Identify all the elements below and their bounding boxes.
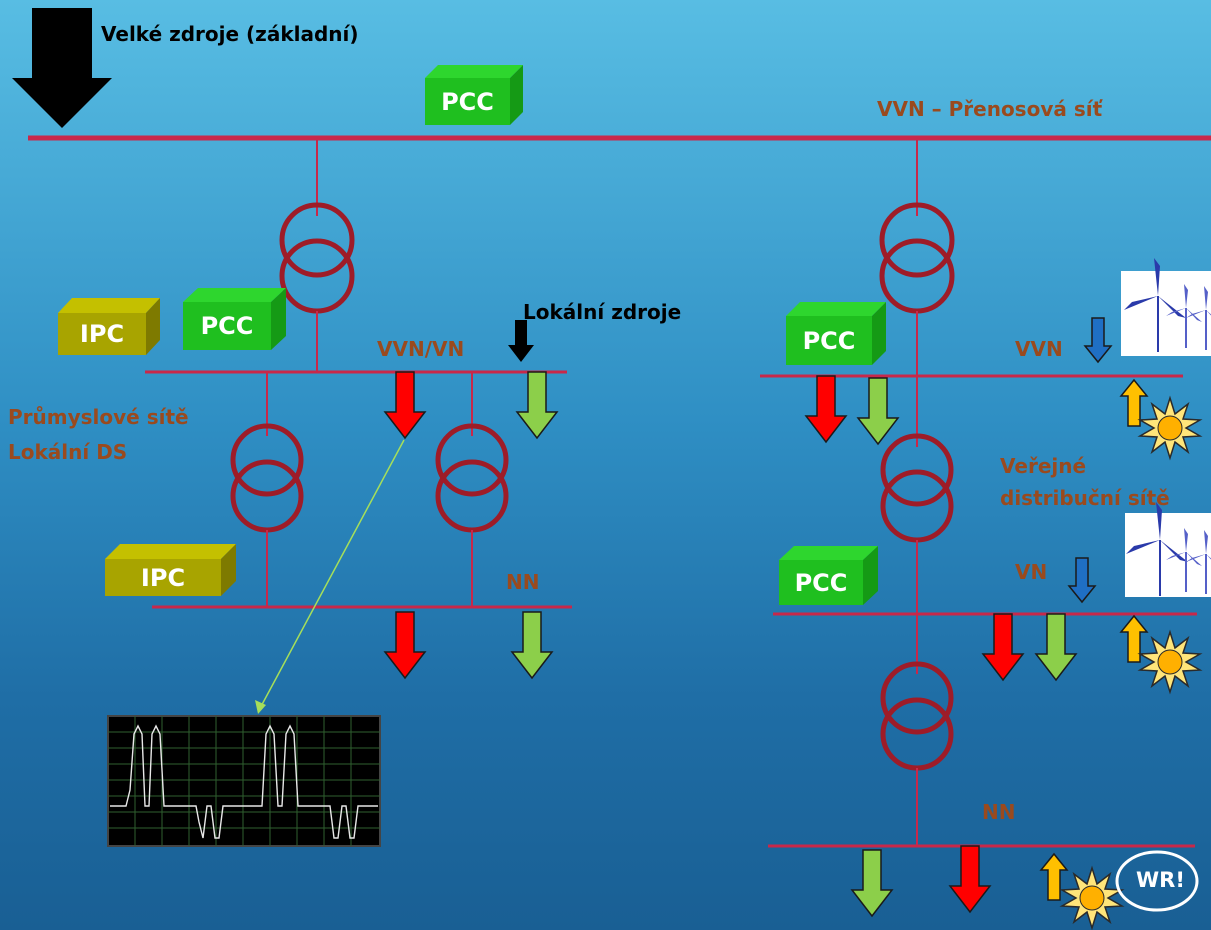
wr-badge-outline	[1115, 850, 1199, 912]
pcc-label: PCC	[200, 312, 254, 340]
vvn-vn-label: VVN/VN	[377, 337, 465, 361]
ipc-label: IPC	[140, 563, 186, 592]
wr-badge-label: WR!	[1136, 868, 1185, 892]
big-sources-label: Velké zdroje (základní)	[101, 22, 359, 46]
wind-panel	[1125, 513, 1211, 597]
load-arrow	[949, 845, 991, 913]
wind-source-arrow	[1084, 317, 1112, 363]
waveform-pointer-line	[257, 439, 405, 713]
transformer-icon	[279, 202, 355, 314]
ipc-box-top-3d	[58, 298, 160, 355]
vn-right-label: VN	[1015, 560, 1048, 584]
load-arrow	[805, 375, 847, 443]
nn-right-label: NN	[982, 800, 1016, 824]
transformer-icon	[435, 423, 509, 533]
local-source-arrow	[508, 320, 534, 362]
sun-icon	[1139, 397, 1201, 459]
pcc-box-left-3d	[183, 288, 286, 350]
local-ds-label: Lokální DS	[8, 440, 128, 464]
pcc-label: PCC	[441, 87, 494, 116]
load-arrow	[384, 611, 426, 679]
load-arrow	[384, 371, 426, 439]
transformer-icon	[880, 433, 954, 543]
transformer-icon	[230, 423, 304, 533]
pcc-label: PCC	[794, 568, 848, 597]
pcc-box-top: PCC	[425, 78, 510, 125]
pcc-box-right-lower-3d	[779, 546, 878, 605]
industrial-networks-label: Průmyslové sítě	[8, 405, 189, 429]
oscilloscope-waveform-icon	[107, 715, 381, 847]
wind-panel	[1121, 271, 1211, 356]
source-arrow	[1035, 613, 1077, 681]
pcc-box-left: PCC	[183, 302, 271, 350]
pcc-label: PCC	[802, 326, 856, 355]
source-arrow	[857, 377, 899, 445]
source-arrow	[851, 849, 893, 917]
ipc-label: IPC	[79, 320, 125, 348]
source-arrow	[516, 371, 558, 439]
ipc-box-bottom-3d	[105, 544, 236, 596]
nn-left-label: NN	[506, 570, 540, 594]
big-source-arrow	[12, 8, 112, 128]
pcc-box-right-lower: PCC	[779, 560, 863, 605]
sun-icon	[1139, 631, 1201, 693]
pv-arrow	[1040, 853, 1068, 901]
load-arrow	[982, 613, 1024, 681]
source-arrow	[511, 611, 553, 679]
ipc-box-top: IPC	[58, 313, 146, 355]
ipc-box-bottom: IPC	[105, 559, 221, 596]
pcc-box-right-upper: PCC	[786, 316, 872, 365]
local-sources-label: Lokální zdroje	[523, 300, 682, 324]
pcc-box-right-upper-3d	[786, 302, 886, 365]
public-networks-label-2: distribuční sítě	[1000, 486, 1170, 510]
wind-source-arrow	[1068, 557, 1096, 603]
public-networks-label-1: Veřejné	[1000, 454, 1087, 478]
transformer-icon	[880, 661, 954, 771]
transformer-icon	[879, 202, 955, 314]
transmission-label: VVN – Přenosová síť	[877, 97, 1103, 121]
vvn-right-label: VVN	[1015, 337, 1063, 361]
pcc-box-top-3d	[425, 65, 523, 125]
sun-icon	[1061, 867, 1123, 929]
